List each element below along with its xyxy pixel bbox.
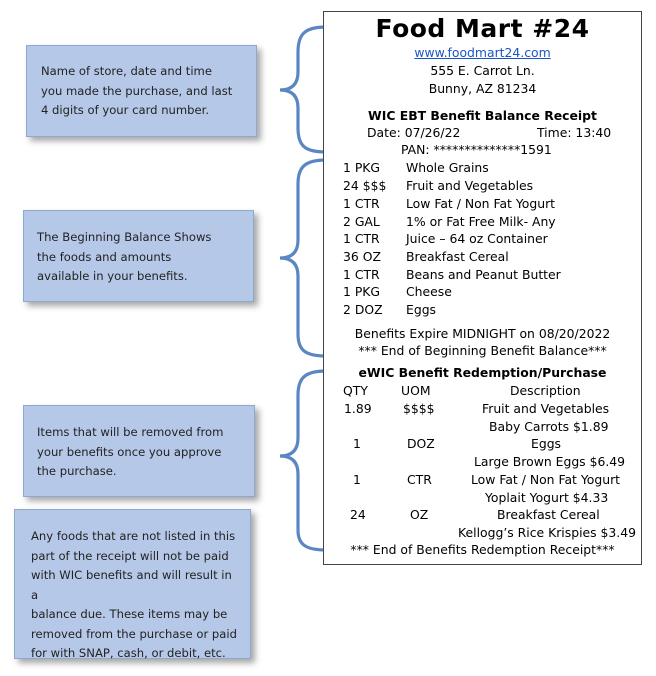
- redemption-uom: OZ: [410, 507, 429, 522]
- receipt-title: WIC EBT Benefit Balance Receipt: [368, 108, 597, 123]
- receipt-time: Time: 13:40: [537, 125, 612, 140]
- balance-qty: 1 PKG: [343, 284, 381, 299]
- card-pan: PAN: **************1591: [401, 142, 552, 157]
- balance-desc: Juice – 64 oz Container: [406, 231, 548, 246]
- callout-line: the purchase.: [37, 464, 117, 478]
- callout-not-listed: Any foods that are not listed in this pa…: [14, 509, 251, 660]
- callout-line: 4 digits of your card number.: [41, 103, 210, 117]
- end-balance-marker: *** End of Beginning Benefit Balance***: [358, 343, 607, 358]
- balance-desc: Fruit and Vegetables: [406, 178, 534, 193]
- balance-desc: 1% or Fat Free Milk- Any: [406, 214, 556, 229]
- callout-line: your benefits once you approve: [37, 444, 222, 459]
- store-name: Food Mart #24: [375, 14, 590, 43]
- balance-qty: 2 GAL: [343, 214, 380, 229]
- redemption-desc: Eggs: [531, 436, 562, 451]
- redemption-product: Kellogg’s Rice Krispies $3.49: [458, 525, 636, 540]
- balance-qty: 2 DOZ: [343, 302, 383, 317]
- callout-line: part of the receipt will not be paid: [31, 548, 229, 563]
- redemption-qty: 1: [353, 436, 361, 451]
- callout-line: Name of store, date and time: [41, 64, 212, 78]
- callout-line: available in your benefits.: [37, 269, 188, 283]
- address-line-2: Bunny, AZ 81234: [428, 81, 537, 96]
- callout-line: The Beginning Balance Shows: [37, 230, 212, 244]
- column-header-qty: QTY: [343, 383, 368, 398]
- balance-desc: Eggs: [406, 302, 437, 317]
- redemption-desc: Breakfast Cereal: [497, 507, 600, 522]
- balance-desc: Beans and Peanut Butter: [406, 267, 561, 282]
- redemption-uom: $$$$: [403, 401, 435, 416]
- balance-desc: Breakfast Cereal: [406, 249, 509, 264]
- balance-qty: 24 $$$: [343, 178, 387, 193]
- brace-store-info: [279, 25, 328, 154]
- brace-redemption: [279, 369, 328, 552]
- redemption-qty: 1: [353, 472, 361, 487]
- redemption-product: Baby Carrots $1.89: [489, 419, 609, 434]
- receipt-date: Date: 07/26/22: [367, 125, 461, 140]
- callout-line: for with SNAP, cash, or debit, etc.: [31, 646, 226, 660]
- redemption-qty: 24: [350, 507, 366, 522]
- redemption-uom: DOZ: [407, 436, 435, 451]
- balance-qty: 1 CTR: [343, 231, 380, 246]
- redemption-product: Yoplait Yogurt $4.33: [485, 490, 609, 505]
- callout-line: the foods and amounts: [37, 249, 172, 264]
- balance-qty: 1 CTR: [343, 196, 380, 211]
- balance-desc: Whole Grains: [406, 160, 489, 175]
- callout-line: you made the purchase, and last: [41, 83, 233, 98]
- redemption-desc: Low Fat / Non Fat Yogurt: [471, 472, 621, 487]
- redemption-qty: 1.89: [344, 401, 372, 416]
- redemption-product: Large Brown Eggs $6.49: [474, 454, 626, 469]
- callout-line: removed from the purchase or paid: [31, 626, 237, 641]
- balance-qty: 1 PKG: [343, 160, 381, 175]
- column-header-description: Description: [510, 383, 581, 398]
- balance-desc: Low Fat / Non Fat Yogurt: [406, 196, 556, 211]
- callout-store-info: Name of store, date and time you made th…: [26, 45, 257, 137]
- address-line-1: 555 E. Carrot Ln.: [430, 63, 535, 78]
- redemption-desc: Fruit and Vegetables: [482, 401, 610, 416]
- balance-qty: 36 OZ: [343, 249, 381, 264]
- brace-group: [279, 25, 328, 552]
- callout-line: balance due. These items may be: [31, 607, 228, 621]
- callout-line: Any foods that are not listed in this: [31, 529, 236, 543]
- wic-receipt: Food Mart #24 www.foodmart24.com 555 E. …: [323, 11, 642, 565]
- column-header-uom: UOM: [401, 383, 431, 398]
- callout-beginning-balance: The Beginning Balance Shows the foods an…: [23, 210, 254, 302]
- brace-beginning-balance: [279, 158, 328, 358]
- callout-items-removed: Items that will be removed from your ben…: [23, 405, 255, 497]
- benefits-expiry: Benefits Expire MIDNIGHT on 08/20/2022: [354, 326, 611, 341]
- redemption-title: eWIC Benefit Redemption/Purchase: [358, 365, 607, 380]
- end-redemption-marker: *** End of Benefits Redemption Receipt**…: [350, 542, 615, 557]
- store-website-link[interactable]: www.foodmart24.com: [414, 45, 551, 60]
- redemption-uom: CTR: [407, 472, 432, 487]
- balance-qty: 1 CTR: [343, 267, 380, 282]
- callout-line: Items that will be removed from: [37, 425, 224, 439]
- balance-desc: Cheese: [406, 284, 452, 299]
- callout-line: with WIC benefits and will result in a: [31, 568, 232, 602]
